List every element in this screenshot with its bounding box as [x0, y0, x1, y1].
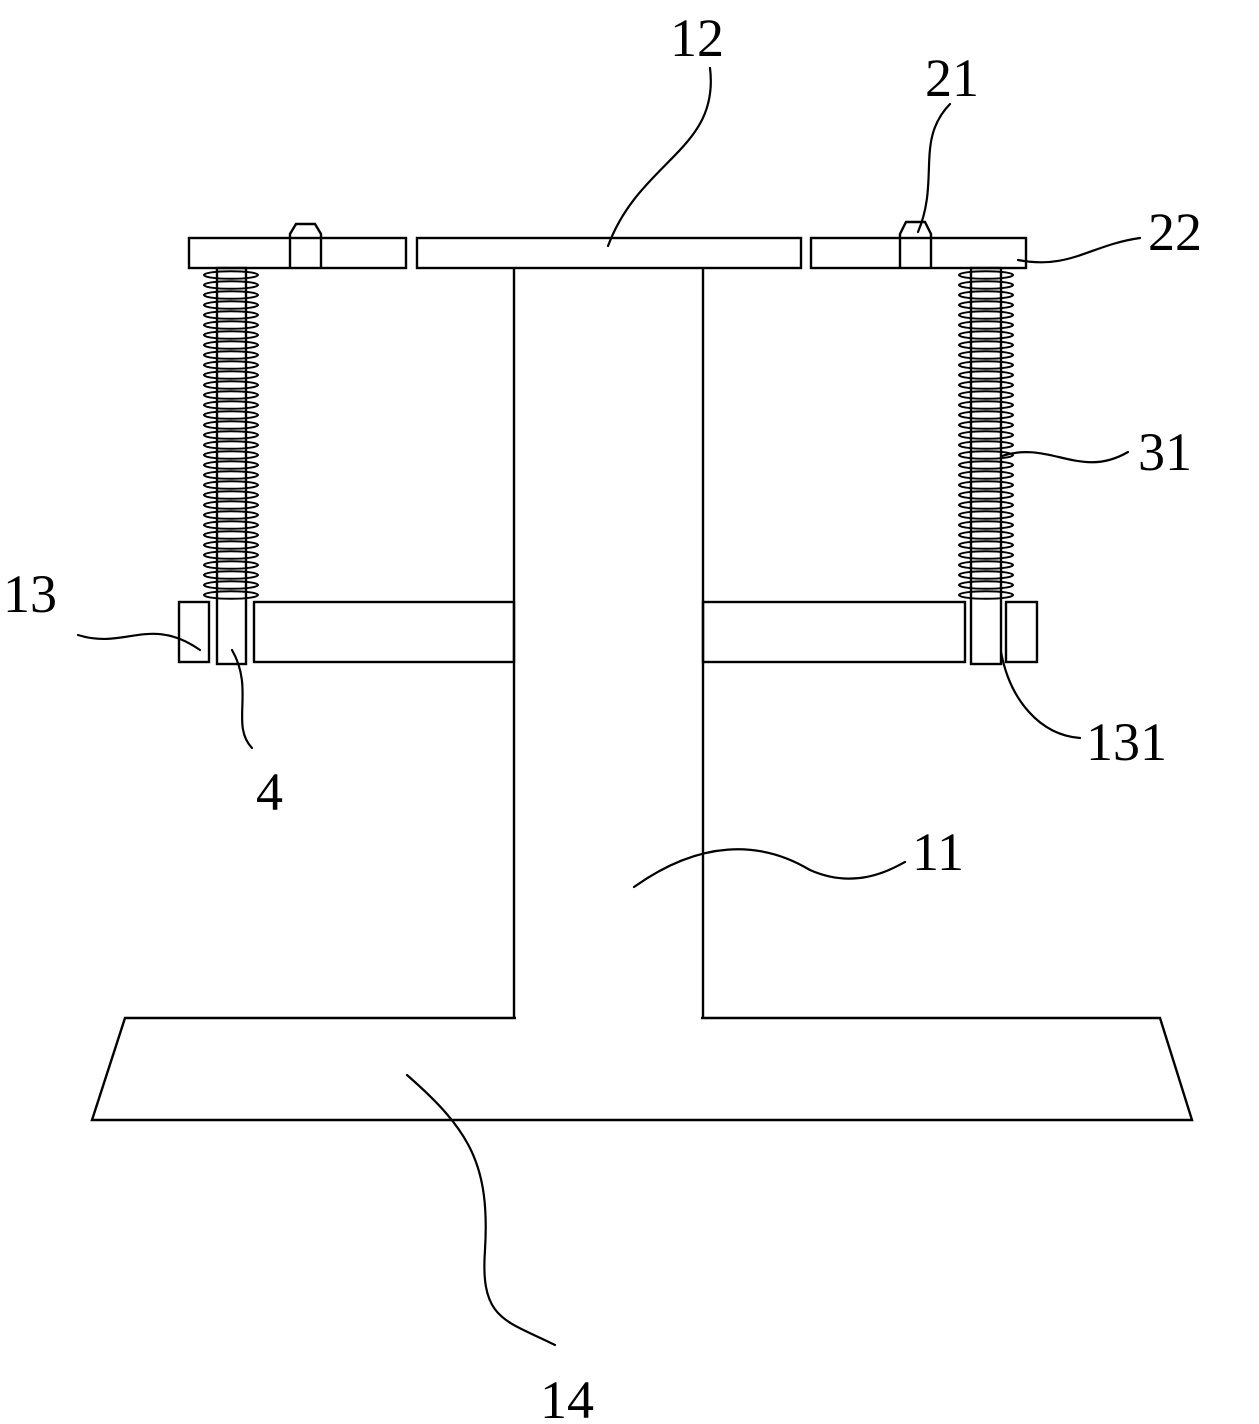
spring-coil [203, 270, 259, 280]
spring-coil [203, 320, 259, 330]
spring-coil [203, 380, 259, 390]
spring-coil [958, 420, 1014, 430]
spring-coil [203, 530, 259, 540]
spring-coil [958, 440, 1014, 450]
spring-coil [958, 380, 1014, 390]
spring-coil [203, 390, 259, 400]
spring-coil [958, 280, 1014, 290]
spring-coil [958, 410, 1014, 420]
spring-coil [958, 590, 1014, 600]
column [512, 268, 705, 1018]
guide-rod-right [969, 266, 1003, 666]
spring-coil [958, 530, 1014, 540]
spring-coil [203, 340, 259, 350]
leader-131 [999, 650, 1082, 740]
spring-coil [203, 420, 259, 430]
top-plate [415, 236, 803, 270]
spring-coil [203, 500, 259, 510]
spring-coil [958, 490, 1014, 500]
spring-left [203, 270, 259, 600]
spring-coil [203, 480, 259, 490]
spring-coil [958, 550, 1014, 560]
spring-coil [203, 490, 259, 500]
spring-coil [203, 430, 259, 440]
guide-rod-left [215, 266, 248, 666]
spring-coil [958, 540, 1014, 550]
leader-21 [916, 102, 952, 234]
spring-coil [203, 580, 259, 590]
spring-coil [958, 480, 1014, 490]
spring-coil [203, 360, 259, 370]
spring-coil [958, 430, 1014, 440]
spring-coil [203, 520, 259, 530]
spring-coil [958, 460, 1014, 470]
label-12: 12 [670, 8, 724, 68]
spring-coil [203, 450, 259, 460]
spring-coil [203, 550, 259, 560]
spring-coil [958, 470, 1014, 480]
left-side-plate [187, 222, 408, 270]
label-4: 4 [256, 762, 283, 822]
spring-coil [958, 370, 1014, 380]
label-22: 22 [1148, 202, 1202, 262]
spring-coil [203, 350, 259, 360]
spring-coil [203, 370, 259, 380]
leader-11 [632, 848, 907, 889]
spring-coil [958, 300, 1014, 310]
spring-coil [958, 390, 1014, 400]
spring-coil [958, 340, 1014, 350]
spring-coil [203, 540, 259, 550]
spring-coil [958, 560, 1014, 570]
spring-coil [203, 510, 259, 520]
spring-coil [958, 570, 1014, 580]
spring-coil [958, 350, 1014, 360]
spring-right [958, 270, 1014, 600]
spring-coil [958, 450, 1014, 460]
spring-coil [203, 290, 259, 300]
spring-coil [203, 410, 259, 420]
spring-coil [203, 330, 259, 340]
spring-coil [203, 440, 259, 450]
spring-coil [203, 460, 259, 470]
leader-22 [1016, 236, 1142, 264]
spring-coil [203, 470, 259, 480]
base [90, 1016, 1194, 1122]
spring-coil [203, 310, 259, 320]
label-21: 21 [925, 48, 979, 108]
label-11: 11 [912, 822, 964, 882]
leader-4 [230, 648, 254, 750]
spring-coil [958, 360, 1014, 370]
spring-coil [958, 510, 1014, 520]
spring-coil [958, 400, 1014, 410]
spring-coil [203, 570, 259, 580]
spring-coil [958, 330, 1014, 340]
spring-coil [958, 320, 1014, 330]
left-support-arm [177, 600, 516, 664]
leader-14 [405, 1073, 557, 1347]
spring-coil [958, 270, 1014, 280]
spring-coil [958, 520, 1014, 530]
label-14: 14 [540, 1370, 594, 1424]
spring-coil [203, 280, 259, 290]
label-31: 31 [1138, 422, 1192, 482]
spring-coil [203, 560, 259, 570]
spring-coil [958, 580, 1014, 590]
right-support-arm [701, 600, 1039, 664]
leader-31 [1000, 450, 1130, 464]
spring-coil [958, 290, 1014, 300]
spring-coil [203, 590, 259, 600]
label-131: 131 [1086, 712, 1167, 772]
leader-13 [76, 632, 202, 652]
spring-coil [203, 300, 259, 310]
spring-coil [958, 310, 1014, 320]
leader-12 [606, 66, 712, 248]
right-side-plate [809, 236, 1028, 270]
spring-coil [958, 500, 1014, 510]
pin [898, 220, 933, 268]
label-13: 13 [3, 564, 57, 624]
spring-coil [203, 400, 259, 410]
